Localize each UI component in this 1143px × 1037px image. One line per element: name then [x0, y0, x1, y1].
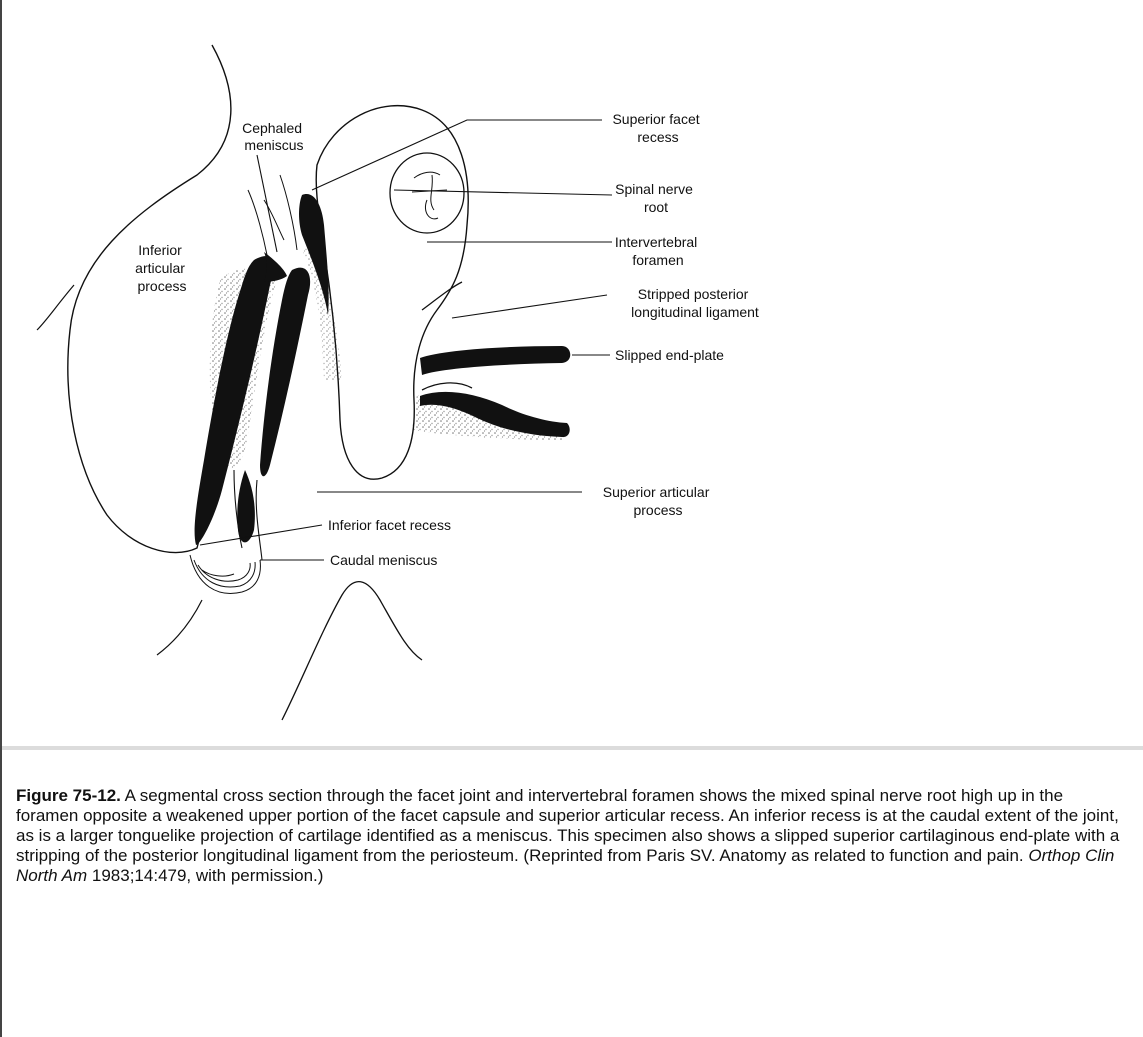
leader-inferior-facet-recess [200, 525, 322, 545]
lower-vertebra-curve [282, 582, 422, 720]
joint-space-lines [248, 175, 297, 255]
leader-stripped-ligament [452, 295, 607, 318]
caption-divider [2, 746, 1143, 750]
figure-label: Figure 75-12. [16, 786, 121, 805]
spinal-nerve-root-circle [390, 153, 464, 233]
label-intervertebral-foramen: Intervertebral foramen [615, 234, 701, 268]
leader-cephaled-meniscus [257, 155, 277, 252]
label-slipped-end-plate: Slipped end-plate [615, 347, 724, 363]
figure-caption: Figure 75-12. A segmental cross section … [16, 786, 1126, 886]
label-spinal-nerve-root: Spinal nerve root [615, 181, 697, 215]
caudal-meniscus-hatching [190, 555, 260, 593]
leader-spinal-nerve-root [394, 190, 612, 195]
label-stripped-ligament: Stripped posterior longitudinal ligament [631, 286, 759, 320]
caption-citation: 1983;14:479, with permission.) [87, 866, 323, 885]
caudal-meniscus-black [237, 470, 255, 542]
slipped-end-plate-band [420, 346, 570, 375]
lower-left-curve [157, 600, 202, 655]
label-inferior-facet-recess: Inferior facet recess [328, 517, 451, 533]
label-superior-facet-recess: Superior facet recess [612, 111, 703, 145]
caption-text: A segmental cross section through the fa… [16, 786, 1119, 865]
label-inferior-articular-process: Inferior articular process [135, 242, 189, 294]
figure-diagram: Cephaled meniscus Inferior articular pro… [2, 0, 1143, 745]
facet-joint-diagram: Cephaled meniscus Inferior articular pro… [2, 0, 1143, 745]
nerve-root-inner-lines [412, 172, 447, 219]
stripped-ligament-lines [422, 282, 472, 390]
label-caudal-meniscus: Caudal meniscus [330, 552, 437, 568]
leader-superior-facet-recess [312, 120, 602, 190]
label-superior-articular-process: Superior articular process [603, 484, 714, 518]
label-cephaled-meniscus: Cephaled meniscus [242, 120, 306, 153]
outer-curve-left [37, 285, 74, 330]
cephaled-meniscus-shape [264, 252, 287, 282]
